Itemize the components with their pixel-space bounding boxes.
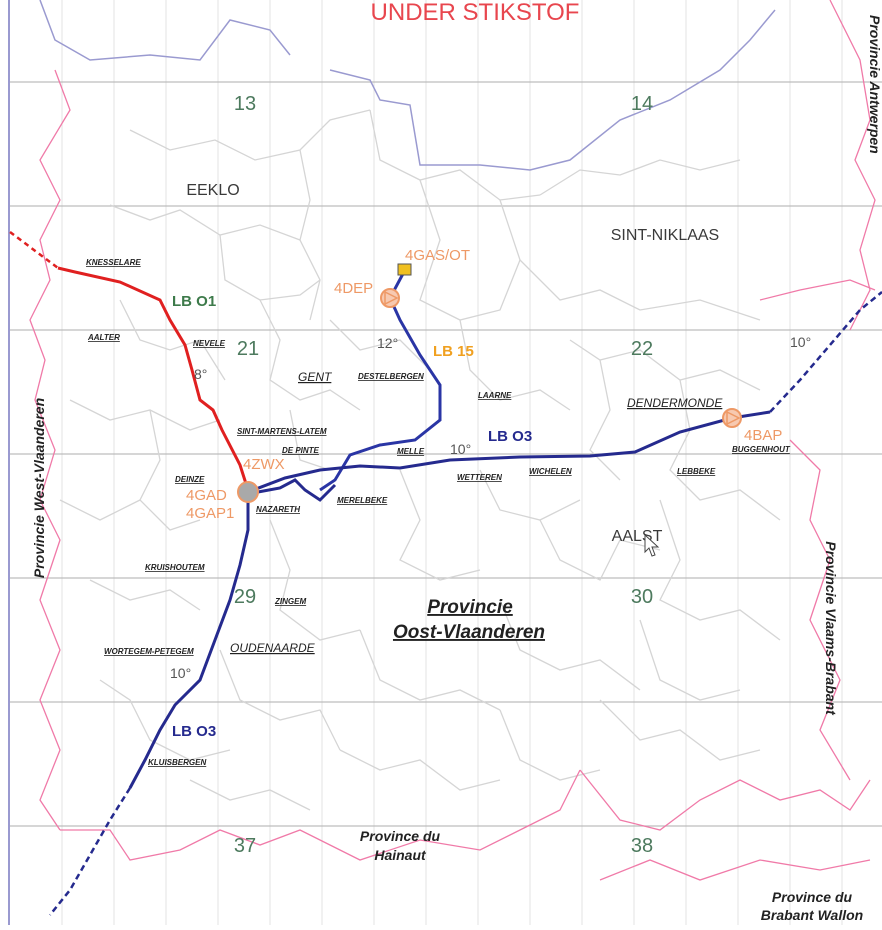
station-gad-marker [237,481,259,503]
grid-number-21: 21 [237,338,259,360]
town-destelbergen: DESTELBERGEN [358,372,424,381]
province-west-vlaanderen: Provincie West-Vlaanderen [31,398,47,578]
city-sint-niklaas: SINT-NIKLAAS [611,227,719,244]
town-kruishoutem: KRUISHOUTEM [145,563,205,572]
town-kluisbergen: KLUISBERGEN [148,758,206,767]
town-wortegem-petegem: WORTEGEM-PETEGEM [104,647,194,656]
grid-number-13: 13 [234,93,256,115]
town-oudenaarde: OUDENAARDE [230,641,316,655]
pipeline-lb03-south [128,492,250,789]
town-wichelen: WICHELEN [529,467,572,476]
station-label-gad: 4GAD [186,487,227,504]
town-buggenhout: BUGGENHOUT [732,445,791,454]
town-de-pinte: DE PINTE [282,446,320,455]
pipeline-lb03-east [247,410,771,494]
town-zingem: ZINGEM [274,597,306,606]
country-border [39,0,776,171]
station-label-gas: 4GAS/OT [405,247,470,264]
town-dendermonde: DENDERMONDE [627,396,723,410]
pipeline-lb03-loop [257,478,337,502]
province-hainaut-line1: Province du [360,828,441,844]
line-label-lb01: LB O1 [172,293,216,310]
station-label-bap: 4BAP [744,427,782,444]
town-lebbeke: LEBBEKE [677,467,716,476]
mouse-cursor-icon [644,533,660,557]
province-main-line2: Oost-Vlaanderen [393,622,545,643]
province-main-line1: Provincie [427,597,513,618]
grid-number-22: 22 [631,338,653,360]
line-label-lb03-east: LB O3 [488,428,532,445]
line-label-lb15: LB 15 [433,343,474,360]
pipeline-lb03-south-dashed [49,787,132,916]
town-nazareth: NAZARETH [256,505,300,514]
town-deinze: DEINZE [175,475,205,484]
grid-number-37: 37 [234,835,256,857]
station-label-dep: 4DEP [334,280,373,297]
town-merelbeke: MERELBEKE [337,496,388,505]
map-title: UNDER STIKSTOF [371,0,580,26]
grid-number-14: 14 [631,93,653,115]
province-brabant-line2: Brabant Wallon [761,907,863,923]
angle-lb01: 8° [194,366,207,382]
city-aalst: AALST [612,528,663,545]
city-eeklo: EEKLO [186,182,239,199]
station-gas-square [397,263,412,276]
town-gent: GENT [298,370,333,384]
town-nevele: NEVELE [193,339,226,348]
pipeline-lb01-dashed [9,231,59,269]
town-sint-martens-latem: SINT-MARTENS-LATEM [237,427,327,436]
line-label-lb03-south: LB O3 [172,723,216,740]
grid-number-30: 30 [631,586,653,608]
angle-lb03-south: 10° [170,665,191,681]
province-vlaams-brabant: Provincie Vlaams-Brabant [823,541,839,716]
town-laarne: LAARNE [478,391,512,400]
main-grid [10,81,882,827]
grid-number-38: 38 [631,835,653,857]
province-antwerpen: Provincie Antwerpen [867,15,882,154]
station-label-zwx: 4ZWX [243,456,285,473]
province-hainaut-line2: Hainaut [374,847,427,863]
minor-grid [61,0,843,925]
town-melle: MELLE [397,447,425,456]
angle-lb03-mid: 10° [450,441,471,457]
angle-lb15: 12° [377,335,398,351]
pipeline-lb01 [57,266,250,491]
commune-borders [59,109,781,811]
province-borders [29,0,876,881]
station-label-gap1: 4GAP1 [186,505,234,522]
grid-number-29: 29 [234,586,256,608]
pipeline-lb15 [319,269,442,492]
pipeline-lb03-east-dashed [769,291,882,413]
town-knesselare: KNESSELARE [86,258,141,267]
station-bap-triangle [726,410,741,426]
town-aalter: AALTER [87,333,120,342]
angle-lb03-east: 10° [790,334,811,350]
province-brabant-line1: Province du [772,889,853,905]
town-wetteren: WETTEREN [457,473,502,482]
station-dep-triangle [384,290,399,306]
